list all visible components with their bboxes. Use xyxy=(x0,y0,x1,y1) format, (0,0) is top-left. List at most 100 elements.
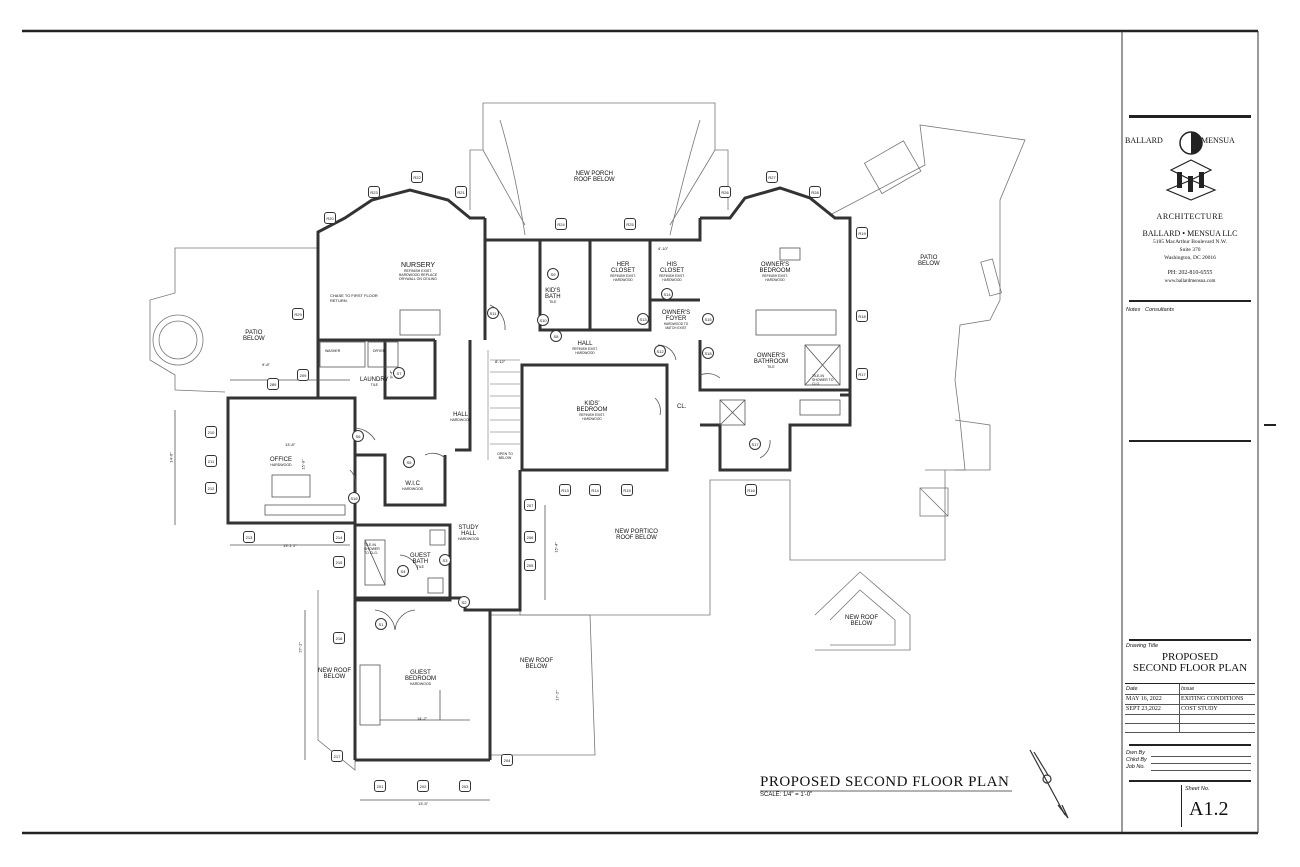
room-label-line: GUEST xyxy=(410,553,431,559)
roof-outlines xyxy=(149,102,1026,771)
room-label-line: FOYER xyxy=(665,316,687,322)
room-guest-bath: GUEST BATH TILE xyxy=(410,553,431,569)
room-note: HARDWOOD xyxy=(270,463,292,467)
tag-marker-s13: S13 xyxy=(637,313,649,325)
room-her-closet: HER CLOSET REFINISH EXIST. HARDWOOD xyxy=(608,262,638,282)
job-number-label: Job No. xyxy=(1126,764,1145,770)
room-label-line: BEDROOM xyxy=(576,407,608,413)
room-label-line: HALL xyxy=(461,531,477,537)
washer-label: WASHER xyxy=(325,349,341,353)
tag-marker-r29: R29 xyxy=(292,308,304,320)
room-note: HARDWOOD xyxy=(409,682,432,686)
tag-marker-215: 215 xyxy=(333,556,345,568)
tag-marker-216: 216 xyxy=(333,632,345,644)
sheet-title-line-1: PROPOSED xyxy=(1161,651,1219,663)
notes-label: Notes xyxy=(1126,307,1141,313)
drawing-title-label: Drawing Title xyxy=(1126,643,1159,649)
room-note: REFINISH EXIST. HARDWOOD xyxy=(762,274,788,282)
tag-marker-r15: R15 xyxy=(621,484,633,496)
tag-marker-r19: R19 xyxy=(856,227,868,239)
consultants-label: Consultants xyxy=(1145,307,1175,313)
tag-marker-207: 207 xyxy=(524,499,536,511)
room-label-line: BELOW xyxy=(850,621,873,627)
drawn-by-label: Dwn By xyxy=(1126,750,1145,756)
tag-marker-204: 204 xyxy=(501,754,513,766)
room-label-line: BATH xyxy=(545,294,561,300)
tag-marker-s8: S8 xyxy=(550,330,562,342)
table-rule xyxy=(1125,694,1255,695)
tag-marker-s1: S1 xyxy=(375,618,387,630)
room-name: HALL xyxy=(577,341,593,347)
tag-marker-s2: S2 xyxy=(458,596,470,608)
tag-marker-203: 203 xyxy=(459,780,471,792)
room-name: W.I.C xyxy=(405,481,420,487)
tag-marker-s17: S17 xyxy=(749,438,761,450)
dimension-label: 15'-4" xyxy=(553,542,559,553)
drawing-scale: SCALE: 1/4" = 1'-0" xyxy=(760,792,813,798)
room-hall-upper: HALL REFINISH EXIST. HARDWOOD xyxy=(570,341,600,355)
room-label-line: GUEST xyxy=(410,670,431,676)
form-line xyxy=(1151,770,1251,771)
room-note: HARDWOOD xyxy=(402,487,424,491)
tag-marker-s14: S14 xyxy=(661,288,673,300)
dryer-label: DRYER xyxy=(373,349,386,353)
tag-marker-289: 289 xyxy=(267,378,279,390)
checked-by-label: Chkd By xyxy=(1126,757,1147,763)
tag-marker-s11: S11 xyxy=(487,307,499,319)
room-label-line: HIS xyxy=(666,262,677,268)
open-below-note: OPEN TO BELOW xyxy=(497,452,513,460)
tag-marker-206: 206 xyxy=(524,531,536,543)
sheet-number: A1.2 xyxy=(1189,798,1229,820)
title-block-rule xyxy=(1129,115,1251,118)
table-rule xyxy=(1125,714,1255,715)
tag-marker-210: 210 xyxy=(205,426,217,438)
dimension-label: 13'-1 1" xyxy=(283,543,297,548)
tag-marker-r14: R14 xyxy=(589,484,601,496)
room-note: TILE xyxy=(767,365,775,369)
table-rule xyxy=(1125,723,1255,724)
room-name: NURSERY xyxy=(400,262,436,269)
tag-marker-214: 214 xyxy=(333,531,345,543)
dimension-label: 15'-9" xyxy=(300,459,306,470)
tag-marker-s18: S18 xyxy=(702,347,714,359)
room-new-roof-right: NEW ROOF BELOW xyxy=(845,615,878,627)
tag-marker-r25: R25 xyxy=(624,218,636,230)
firm-subtitle: ARCHITECTURE xyxy=(1156,212,1224,221)
tag-marker-213: 213 xyxy=(243,531,255,543)
title-block-rule xyxy=(1129,639,1251,641)
room-label-line: BATHROOM xyxy=(753,359,789,365)
company-name: BALLARD • MENSUA LLC xyxy=(1142,229,1238,238)
room-kids-bath: KID'S BATH TILE xyxy=(545,288,561,304)
room-label-line: BEDROOM xyxy=(759,268,791,274)
room-owners-bedroom: OWNER'S BEDROOM REFINISH EXIST. HARDWOOD xyxy=(755,262,795,282)
room-label-line: KID'S xyxy=(545,288,561,294)
issue-description: COST STUDY xyxy=(1181,706,1218,712)
room-his-closet: HIS CLOSET REFINISH EXIST. HARDWOOD xyxy=(657,262,687,282)
dimension-label: 9'-8" xyxy=(262,362,270,367)
room-owners-bathroom: OWNER'S BATHROOM TILE xyxy=(751,353,791,369)
room-laundry: LAUNDRY TILE xyxy=(360,377,389,387)
interior-details xyxy=(174,247,841,801)
room-name: HALL xyxy=(453,412,469,418)
issue-date: MAY 16, 2022 xyxy=(1126,696,1162,702)
room-label-line: HER xyxy=(616,262,630,268)
tag-marker-217: 217 xyxy=(331,750,343,762)
room-guest-bedroom: GUEST BEDROOM HARDWOOD xyxy=(405,670,436,686)
room-closet: CL. xyxy=(677,404,687,410)
room-label-line: OWNER'S xyxy=(760,262,790,268)
tag-marker-r18: R18 xyxy=(856,310,868,322)
title-block-rule xyxy=(1129,440,1251,442)
form-line xyxy=(1151,763,1251,764)
title-block-rule xyxy=(1129,300,1251,302)
tag-marker-r28: R28 xyxy=(809,186,821,198)
tag-marker-r27: R27 xyxy=(766,171,778,183)
room-label-line: NEW ROOF xyxy=(845,615,878,621)
room-label-line: CLOSET xyxy=(659,268,684,274)
firm-name-left: BALLARD xyxy=(1125,136,1163,145)
room-label-line: OWNER'S xyxy=(756,353,786,359)
room-name: OFFICE xyxy=(270,457,292,463)
table-rule xyxy=(1125,683,1255,684)
room-label-line: PATIO xyxy=(920,255,938,261)
room-patio-right: PATIO BELOW xyxy=(918,255,940,267)
tag-marker-r24: R24 xyxy=(555,218,567,230)
